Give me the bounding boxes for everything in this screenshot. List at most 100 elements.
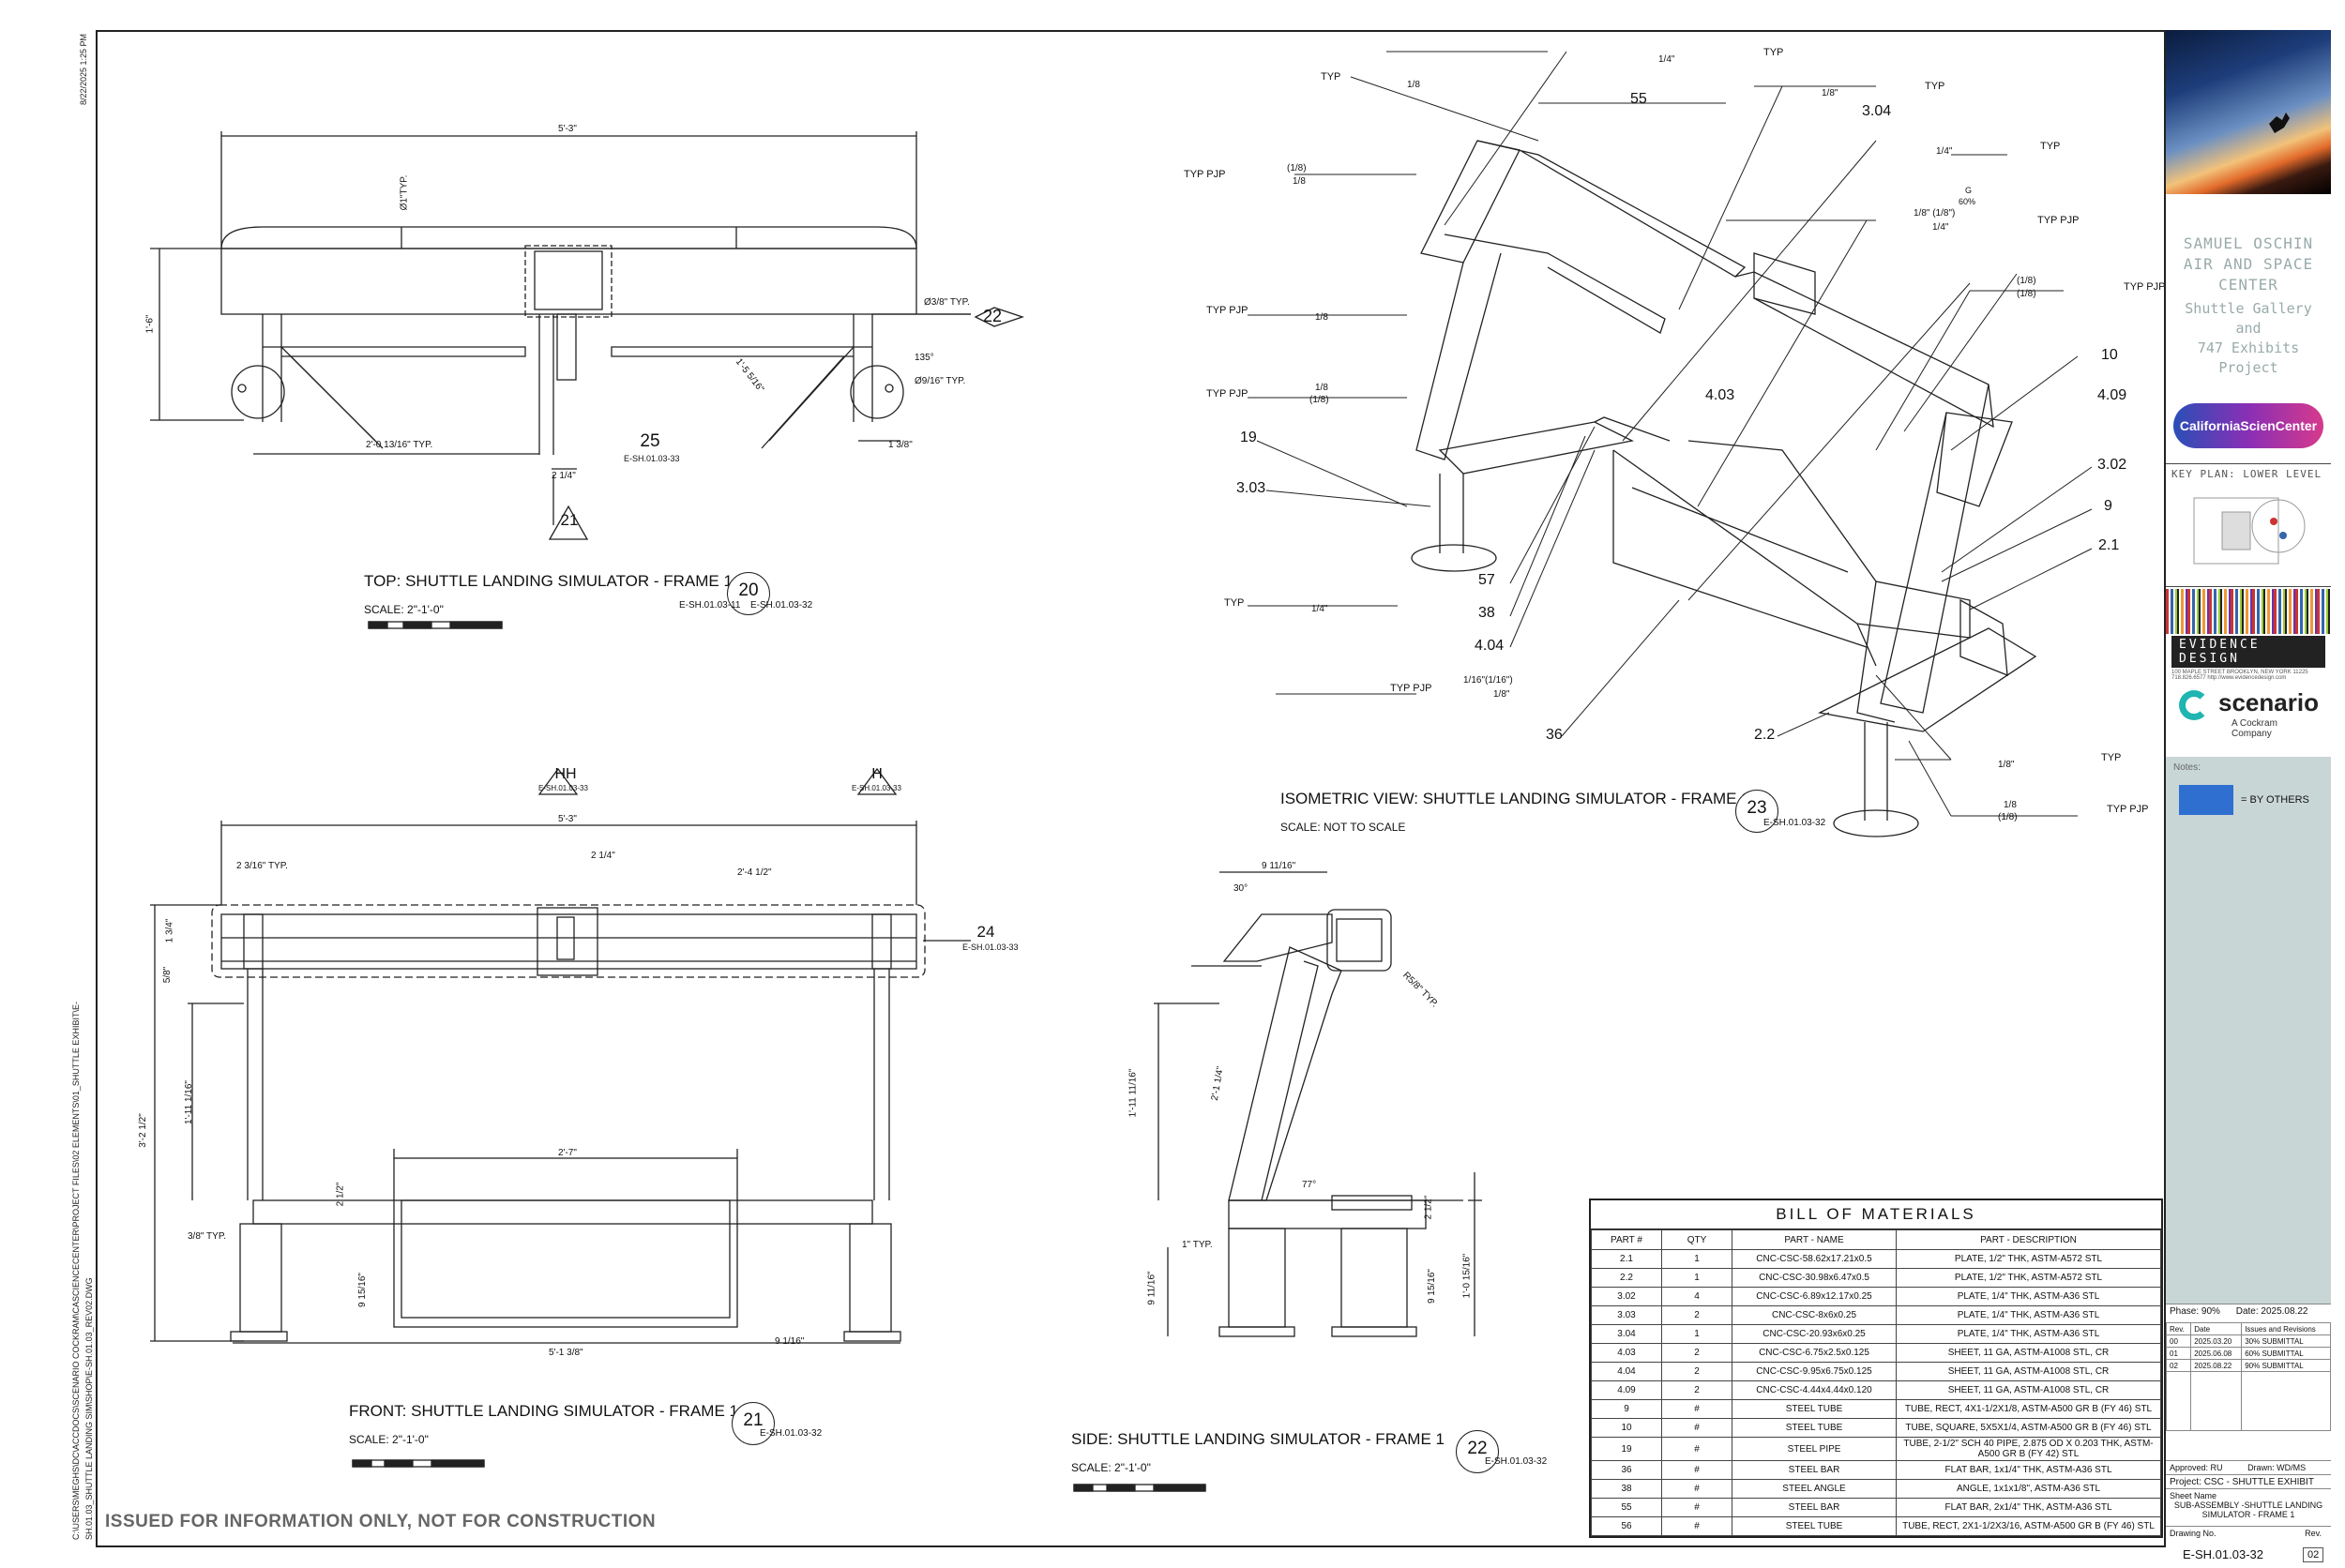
bom-cell-desc: TUBE, RECT, 2X1-1/2X3/16, ASTM-A500 GR B… <box>1896 1516 2161 1536</box>
section-bubble-21: 21 <box>560 511 579 529</box>
bom-cell-name: CNC-CSC-6.75x2.5x0.125 <box>1732 1343 1897 1363</box>
iso-weld-18-a: 1/8 <box>1407 80 1420 90</box>
detail-bubble-24-ref: E-SH.01.03-33 <box>962 942 1019 952</box>
bom-cell-desc: FLAT BAR, 2x1/4" THK, ASTM-A36 STL <box>1896 1498 2161 1517</box>
iso-leaders <box>1248 51 2093 817</box>
side-dim-d11: 1'-0 15/16" <box>1461 1253 1473 1299</box>
bom-cell-name: CNC-CSC-8x6x0.25 <box>1732 1305 1897 1325</box>
front-dim-d6: 3'-2 1/2" <box>137 1113 148 1148</box>
view-number-22: 22 <box>1456 1430 1499 1473</box>
bom-cell-qty: # <box>1661 1418 1732 1438</box>
rev-1-date: 2025.06.08 <box>2190 1347 2243 1360</box>
scenario-word: scenario <box>2218 688 2319 716</box>
top-dim-height: 1'-6" <box>144 314 156 334</box>
part-callout-404: 4.04 <box>1475 638 1505 654</box>
section-bubble-22: 22 <box>982 307 1003 325</box>
section-bubble-hh: HH <box>554 766 577 782</box>
bom-cell-part: 4.09 <box>1591 1380 1662 1400</box>
top-dim-d5: Ø3/8" TYP. <box>924 297 970 308</box>
rev-label: Rev. <box>2305 1529 2322 1538</box>
rev-2-issue: 90% SUBMITTAL <box>2241 1359 2331 1372</box>
front-dim-overall: 5'-3" <box>558 814 577 824</box>
key-plan-label: KEY PLAN: LOWER LEVEL <box>2171 468 2322 480</box>
bom-cell-desc: PLATE, 1/4" THK, ASTM-A36 STL <box>1896 1305 2161 1325</box>
bom-cell-desc: PLATE, 1/4" THK, ASTM-A36 STL <box>1896 1324 2161 1344</box>
evidence-design-logo: EVIDENCE DESIGN 100 MAPLE STREET BROOKLY… <box>2166 589 2331 681</box>
phase-label: Phase: <box>2170 1306 2200 1317</box>
bom-cell-desc: PLATE, 1/2" THK, ASTM-A572 STL <box>1896 1249 2161 1269</box>
view-ref-side: E-SH.01.03-32 <box>1485 1456 1548 1467</box>
bom-cell-part: 10 <box>1591 1418 1662 1438</box>
iso-weld-18p-c: (1/8) <box>1287 163 1307 173</box>
bom-cell-name: CNC-CSC-20.93x6x0.25 <box>1732 1324 1897 1344</box>
bom-cell-part: 4.03 <box>1591 1343 1662 1363</box>
iso-label-typ-3: TYP <box>1925 81 1945 92</box>
bom-cell-part: 19 <box>1591 1437 1662 1461</box>
iso-label-typ-2: TYP <box>1763 47 1784 58</box>
view-title-front: FRONT: SHUTTLE LANDING SIMULATOR - FRAME… <box>349 1402 738 1420</box>
bom-cell-qty: # <box>1661 1460 1732 1480</box>
approved-value: RU <box>2210 1463 2223 1472</box>
iso-weld-18q-b: 1/8" <box>1493 689 1510 700</box>
section-bubble-hh-ref: E-SH.01.03-33 <box>538 784 588 792</box>
bom-col-desc: PART - DESCRIPTION <box>1896 1229 2161 1250</box>
bom-cell-qty: 2 <box>1661 1343 1732 1363</box>
front-dim-d10: 3/8" TYP. <box>188 1231 226 1242</box>
part-callout-303: 3.03 <box>1236 480 1266 496</box>
top-dim-d6: 135° <box>915 353 934 363</box>
part-callout-36: 36 <box>1546 727 1563 743</box>
detail-bubble-25-ref: E-SH.01.03-33 <box>624 454 680 463</box>
date-label: Date: <box>2235 1306 2259 1317</box>
front-dim-d4: 1 3/4" <box>164 918 175 943</box>
rev-1-issue: 60% SUBMITTAL <box>2241 1347 2331 1360</box>
side-dim-d4: 1'-11 11/16" <box>1127 1068 1139 1118</box>
view-scale-front: SCALE: 2"-1'-0" <box>349 1433 429 1446</box>
view-title-top: TOP: SHUTTLE LANDING SIMULATOR - FRAME 1 <box>364 572 733 590</box>
front-dim-d5: 5/8" <box>162 966 174 984</box>
drawn-value: WD/MS <box>2277 1463 2307 1472</box>
rev-col-date: Date <box>2190 1322 2243 1335</box>
front-dim-d2: 2 1/4" <box>591 851 615 861</box>
part-callout-409: 4.09 <box>2097 387 2127 403</box>
bom-cell-desc: SHEET, 11 GA, ASTM-A1008 STL, CR <box>1896 1380 2161 1400</box>
part-callout-55: 55 <box>1630 91 1647 107</box>
bom-cell-name: STEEL TUBE <box>1732 1399 1897 1419</box>
rev-2-date: 2025.08.22 <box>2190 1359 2243 1372</box>
iso-label-typpjp-3: TYP PJP <box>1184 169 1226 180</box>
bom-cell-name: CNC-CSC-9.95x6.75x0.125 <box>1732 1362 1897 1381</box>
side-view-linework <box>1073 871 1482 1492</box>
side-dim-d8: 1" TYP. <box>1182 1240 1213 1250</box>
bom-cell-qty: # <box>1661 1399 1732 1419</box>
iso-weld-g: G <box>1965 186 1973 195</box>
bom-cell-qty: # <box>1661 1516 1732 1536</box>
iso-label-typpjp-4: TYP PJP <box>1206 305 1248 316</box>
bom-cell-desc: FLAT BAR, 1x1/4" THK, ASTM-A36 STL <box>1896 1460 2161 1480</box>
sheet-name-row: Sheet Name SUB-ASSEMBLY -SHUTTLE LANDING… <box>2166 1488 2331 1524</box>
rev-col-rev: Rev. <box>2165 1322 2192 1335</box>
phase-value: 90% <box>2201 1306 2220 1317</box>
part-callout-21: 2.1 <box>2098 537 2120 553</box>
view-number-20: 20 <box>727 572 770 615</box>
rev-0-date: 2025.03.20 <box>2190 1334 2243 1348</box>
iso-weld-18-e: 1/8 <box>2004 800 2017 810</box>
bom-table: PART # QTY PART - NAME PART - DESCRIPTIO… <box>1591 1229 2161 1536</box>
approval-row: Approved: RU Drawn: WD/MS <box>2166 1460 2331 1474</box>
bom-col-qty: QTY <box>1661 1229 1732 1250</box>
project-label: Project: <box>2170 1477 2201 1487</box>
bom-col-part: PART # <box>1591 1229 1662 1250</box>
part-callout-302: 3.02 <box>2097 457 2127 473</box>
side-dim-d10: 9 15/16" <box>1426 1269 1437 1304</box>
project-line-4: Project <box>2218 359 2278 376</box>
evidence-design-phone: 718.826.6577 http://www.evidencedesign.c… <box>2171 675 2287 681</box>
front-dim-d1: 2 3/16" TYP. <box>236 861 288 871</box>
iso-label-typ-4: TYP <box>2040 141 2061 152</box>
shuttle-photo <box>2166 30 2331 194</box>
